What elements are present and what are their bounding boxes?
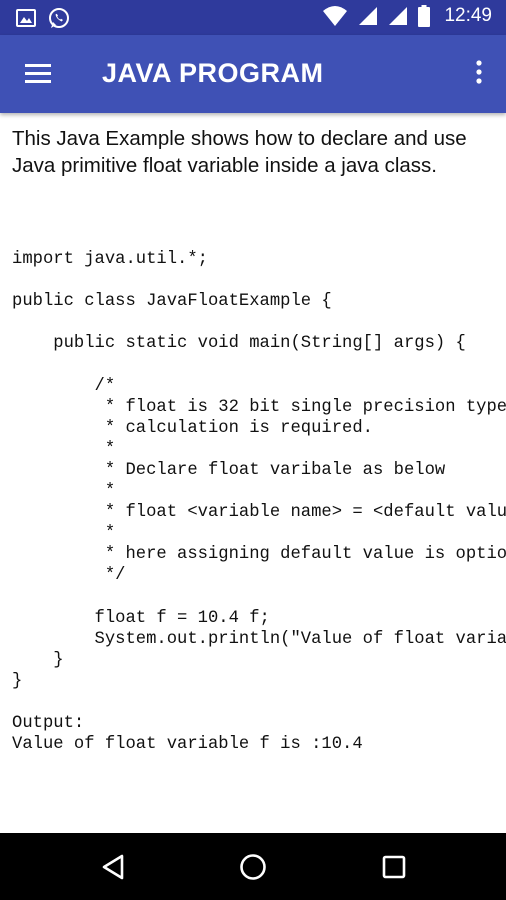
- code-block: import java.util.*; public class JavaFlo…: [12, 250, 506, 755]
- gallery-icon: [16, 9, 36, 27]
- wifi-icon: [323, 6, 348, 26]
- status-time: 12:49: [444, 5, 492, 26]
- whatsapp-icon: [49, 8, 69, 28]
- content-area[interactable]: This Java Example shows how to declare a…: [0, 113, 506, 833]
- app-bar: JAVA PROGRAM: [0, 35, 506, 113]
- overflow-menu-button[interactable]: [472, 57, 486, 91]
- back-button[interactable]: [98, 851, 130, 883]
- status-bar: 12:49: [0, 0, 506, 35]
- back-icon: [102, 854, 124, 880]
- battery-icon: [418, 5, 431, 27]
- page-title: JAVA PROGRAM: [102, 58, 324, 88]
- recents-icon: [382, 855, 406, 879]
- signal-icon: [359, 7, 378, 25]
- status-left-icons: [16, 7, 70, 29]
- status-right-icons: 12:49: [322, 5, 492, 27]
- menu-button[interactable]: [22, 59, 56, 89]
- more-vert-icon: [476, 60, 482, 84]
- home-button[interactable]: [237, 851, 269, 883]
- navigation-bar: [0, 833, 506, 900]
- hamburger-menu-icon: [25, 64, 51, 83]
- example-description: This Java Example shows how to declare a…: [12, 127, 467, 177]
- recents-button[interactable]: [378, 851, 410, 883]
- signal-icon: [389, 7, 408, 25]
- home-icon: [240, 854, 266, 880]
